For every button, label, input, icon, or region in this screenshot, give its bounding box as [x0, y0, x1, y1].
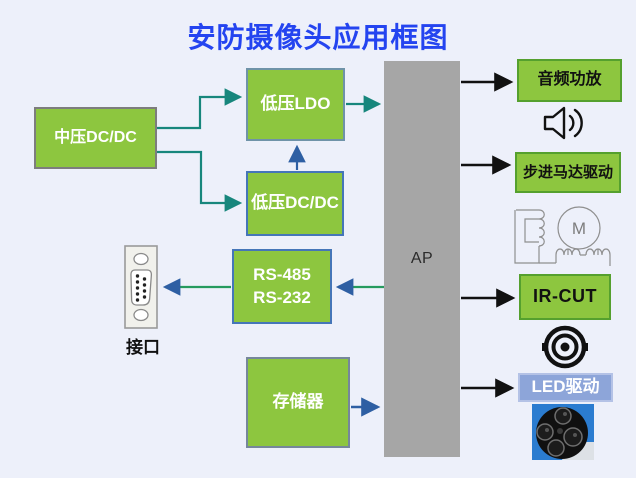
motor-letter: M — [572, 219, 586, 238]
block-low-voltage-dcdc: 低压DC/DC — [246, 171, 344, 236]
block-stepper-motor-driver: 步进马达驱动 — [515, 152, 621, 193]
serial-rs485-label: RS-485 — [253, 265, 311, 285]
block-ap: AP — [384, 61, 460, 457]
block-ir-cut-label: IR-CUT — [533, 286, 597, 307]
block-mid-voltage-dcdc: 中压DC/DC — [34, 107, 157, 169]
block-stepper-motor-driver-label: 步进马达驱动 — [522, 163, 613, 181]
block-serial-rs485-rs232: RS-485 RS-232 — [232, 249, 332, 324]
serial-rs232-label: RS-232 — [253, 287, 311, 307]
block-led-driver: LED驱动 — [518, 373, 613, 402]
block-ir-cut: IR-CUT — [519, 274, 611, 320]
block-ap-label: AP — [410, 249, 434, 267]
ir-led-array-photo — [532, 404, 594, 460]
block-led-driver-label: LED驱动 — [531, 377, 600, 397]
connector-label: 接口 — [126, 338, 160, 357]
block-low-voltage-dcdc-label: 低压DC/DC — [251, 193, 339, 213]
ircut-lens-icon — [541, 324, 589, 370]
block-mid-voltage-dcdc-label: 中压DC/DC — [54, 128, 137, 146]
block-memory: 存储器 — [246, 357, 350, 448]
page-title: 安防摄像头应用框图 — [187, 22, 449, 53]
block-low-voltage-ldo: 低压LDO — [246, 68, 345, 141]
block-low-voltage-ldo-label: 低压LDO — [260, 94, 331, 114]
block-audio-amplifier: 音频功放 — [517, 59, 622, 102]
block-audio-amplifier-label: 音频功放 — [537, 71, 602, 89]
block-memory-label: 存储器 — [272, 392, 324, 412]
stepper-motor-schematic-icon: M — [512, 202, 624, 270]
db9-serial-connector-icon — [124, 245, 158, 329]
speaker-icon — [539, 104, 585, 142]
